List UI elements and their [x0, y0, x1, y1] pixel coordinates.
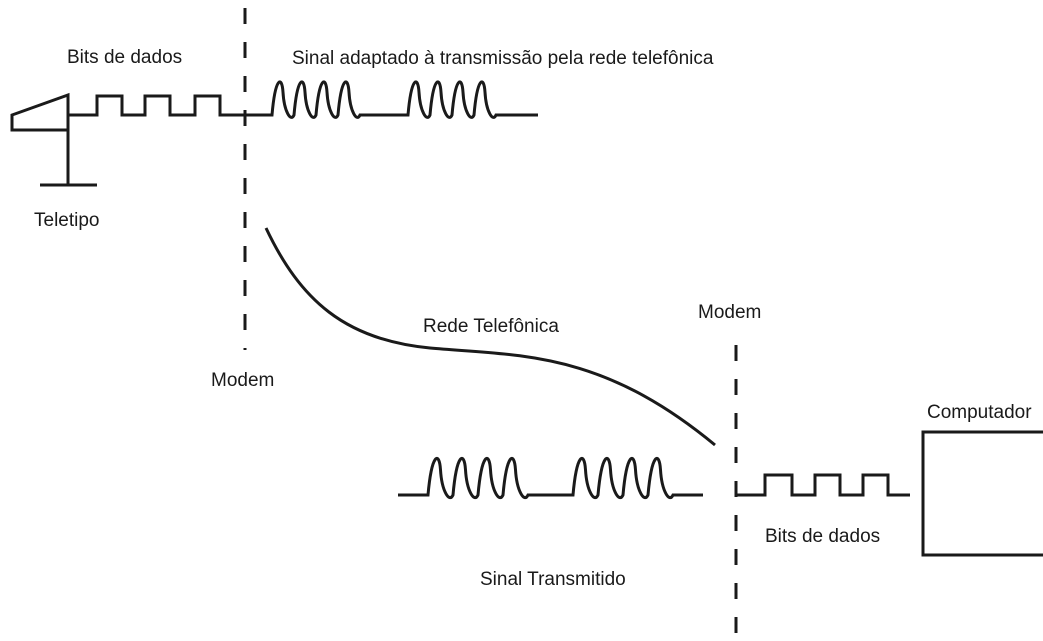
bits-label-top: Bits de dados: [67, 47, 182, 68]
network-label: Rede Telefônica: [423, 316, 559, 337]
modem-label-left: Modem: [211, 370, 274, 391]
transmitted-signal-label: Sinal Transmitido: [480, 569, 626, 590]
computer-label: Computador: [927, 402, 1032, 423]
signal-label-top: Sinal adaptado à transmissão pela rede t…: [292, 48, 714, 69]
telephone-network-curve: [264, 227, 716, 447]
bottom-data-bits-wave: [736, 473, 910, 497]
teletype-icon: [10, 92, 97, 187]
top-modulated-signal-wave: [245, 80, 538, 119]
top-data-bits-wave: [68, 94, 245, 117]
computer-box: [921, 430, 1043, 557]
bits-label-bottom: Bits de dados: [765, 526, 880, 547]
bottom-modulated-signal-wave: [398, 457, 703, 500]
teletype-label: Teletipo: [34, 210, 100, 231]
modem-label-right: Modem: [698, 302, 761, 323]
